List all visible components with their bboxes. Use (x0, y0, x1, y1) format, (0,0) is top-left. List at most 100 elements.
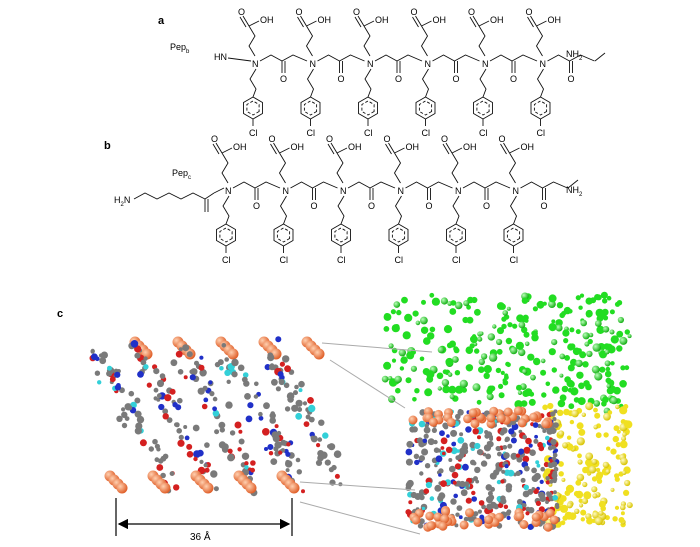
carbonyl-oxygen-label: O (568, 74, 575, 84)
chlorine-label: Cl (537, 128, 546, 138)
chlorine-label: Cl (364, 128, 373, 138)
panel-c-label: c (57, 308, 63, 320)
nitrogen-atom-label: N (482, 59, 489, 69)
benzene-ring (358, 96, 378, 120)
benzene-ring (273, 223, 294, 247)
chlorine-label: Cl (222, 255, 231, 265)
nitrogen-atom-label: N (310, 59, 317, 69)
carboxyl-oxygen-label: O (441, 134, 448, 144)
carboxyl-hydroxyl-label: OH (548, 15, 562, 25)
panel-b-label: b (104, 140, 111, 152)
benzene-ring (216, 223, 236, 247)
peptide-c-aminohexanoyl-linker (133, 192, 215, 212)
carbonyl-oxygen-label: O (280, 74, 287, 84)
peptoid-residue: N O O OH Cl (353, 7, 423, 138)
thickness-dimension-marker (115, 498, 293, 536)
carboxyl-hydroxyl-label: OH (233, 142, 247, 152)
peptoid-sheet (214, 336, 305, 494)
benzene-ring (331, 223, 351, 247)
carbonyl-oxygen-label: O (453, 74, 460, 84)
carbonyl-oxygen-label: O (368, 201, 375, 211)
carboxyl-hydroxyl-label: OH (291, 142, 305, 152)
carbonyl-oxygen-label: O (426, 201, 433, 211)
peptoid-residue: N O O OH Cl (296, 7, 365, 138)
peptoid-residue: N O O OH Cl (269, 134, 338, 265)
carboxyl-hydroxyl-label: OH (490, 15, 504, 25)
peptide-c-n-terminus: H2N (114, 195, 130, 208)
nitrogen-atom-label: N (252, 59, 259, 69)
nitrogen-atom-label: N (455, 186, 462, 196)
chlorine-label: Cl (479, 128, 488, 138)
carbonyl-oxygen-label: O (311, 201, 318, 211)
carbonyl-oxygen-label: O (395, 74, 402, 84)
carboxyl-hydroxyl-label: OH (463, 142, 477, 152)
carboxyl-hydroxyl-label: OH (433, 15, 447, 25)
peptoid-residue: N O O OH Cl (238, 7, 308, 138)
carboxyl-oxygen-label: O (296, 7, 303, 17)
carbonyl-oxygen-label: O (253, 201, 260, 211)
nitrogen-atom-label: N (283, 186, 290, 196)
benzene-ring (300, 96, 321, 120)
carboxyl-oxygen-label: O (384, 134, 391, 144)
carboxyl-oxygen-label: O (238, 7, 245, 17)
bilayer-stack-model-right (381, 291, 633, 532)
benzene-ring (388, 223, 409, 247)
chlorine-label: Cl (422, 128, 431, 138)
carboxyl-hydroxyl-label: OH (348, 142, 362, 152)
benzene-ring (446, 223, 466, 247)
nitrogen-atom-label: N (425, 59, 432, 69)
peptoid-sheet (264, 336, 343, 494)
green-layer (381, 291, 632, 415)
carboxyl-oxygen-label: O (353, 7, 360, 17)
peptide-c-name: Pepc (172, 168, 191, 181)
peptide-b-n-terminus: HN (214, 52, 227, 62)
chlorine-label: Cl (510, 255, 519, 265)
zoom-connector-lines (299, 342, 433, 535)
chlorine-label: Cl (307, 128, 316, 138)
peptoid-residue: N O O OH Cl (326, 134, 396, 265)
nitrogen-atom-label: N (367, 59, 374, 69)
peptoid-residue: N O O OH Cl (411, 7, 480, 138)
peptide-c-structure: NOOOHClNOOOHClNOOOHClNOOOHClNOOOHClNOOOH… (211, 134, 579, 265)
carboxyl-oxygen-label: O (211, 134, 218, 144)
carbonyl-oxygen-label: O (541, 201, 548, 211)
carboxyl-hydroxyl-label: OH (375, 15, 389, 25)
peptide-b-structure: N O O OH Cl N O O OH Cl N O O OH Cl N O O OH Cl N O O OH Cl N O O OH… (227, 7, 606, 138)
chlorine-label: Cl (249, 128, 258, 138)
chlorine-label: Cl (452, 255, 461, 265)
carboxyl-oxygen-label: O (411, 7, 418, 17)
thickness-label: 36 Å (190, 530, 211, 543)
peptoid-residue: N O O OH Cl (441, 134, 511, 265)
nitrogen-atom-label: N (340, 186, 347, 196)
peptoid-residue: N O O OH Cl (468, 7, 538, 138)
peptide-b-name: Pepb (170, 42, 190, 55)
carboxyl-oxygen-label: O (499, 134, 506, 144)
nitrogen-atom-label: N (540, 59, 547, 69)
carboxyl-oxygen-label: O (326, 134, 333, 144)
carboxyl-oxygen-label: O (526, 7, 533, 17)
carboxyl-hydroxyl-label: OH (318, 15, 332, 25)
benzene-ring (415, 96, 436, 120)
carboxyl-oxygen-label: O (468, 7, 475, 17)
panel-a-label: a (158, 15, 165, 27)
peptoid-residue: N O O OH Cl (526, 7, 595, 138)
bilayer-stack-model-left (89, 336, 343, 497)
peptide-c-c-terminus: NH2 (566, 185, 583, 198)
carbonyl-oxygen-label: O (510, 74, 517, 84)
chlorine-label: Cl (280, 255, 289, 265)
peptoid-residue: N O O OH Cl (211, 134, 281, 265)
carboxyl-hydroxyl-label: OH (406, 142, 420, 152)
benzene-ring (503, 223, 524, 247)
carboxyl-hydroxyl-label: OH (521, 142, 535, 152)
benzene-ring (473, 96, 493, 120)
nitrogen-atom-label: N (398, 186, 405, 196)
chlorine-label: Cl (337, 255, 346, 265)
nitrogen-atom-label: N (225, 186, 232, 196)
carboxyl-hydroxyl-label: OH (260, 15, 274, 25)
carboxyl-oxygen-label: O (269, 134, 276, 144)
carbonyl-oxygen-label: O (338, 74, 345, 84)
benzene-ring (530, 96, 551, 120)
